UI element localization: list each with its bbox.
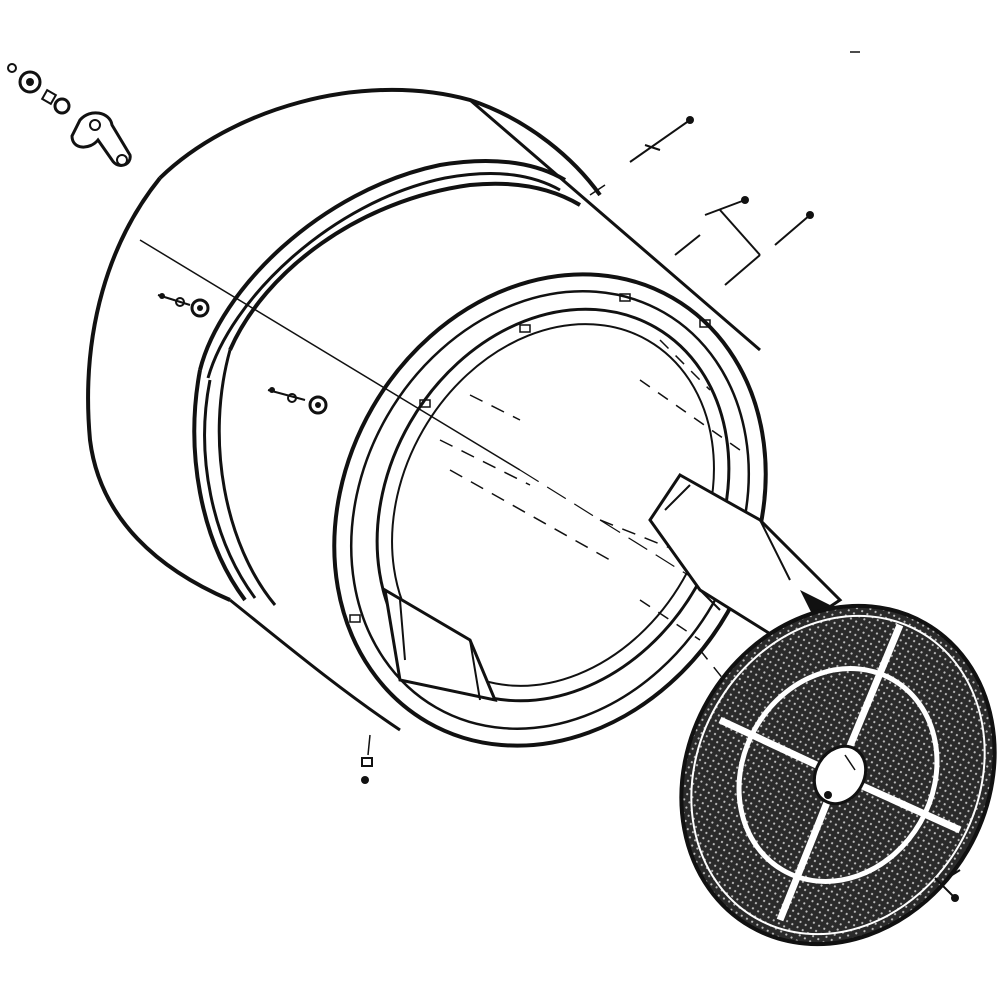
drum-ribs — [192, 159, 582, 606]
rear-screen — [679, 603, 997, 947]
bottom-screw — [361, 734, 961, 902]
baffle-left — [382, 587, 498, 703]
top-screws — [589, 51, 860, 286]
axle-fitting — [7, 63, 132, 167]
drum-shell — [86, 87, 761, 732]
side-bolts — [157, 293, 328, 415]
